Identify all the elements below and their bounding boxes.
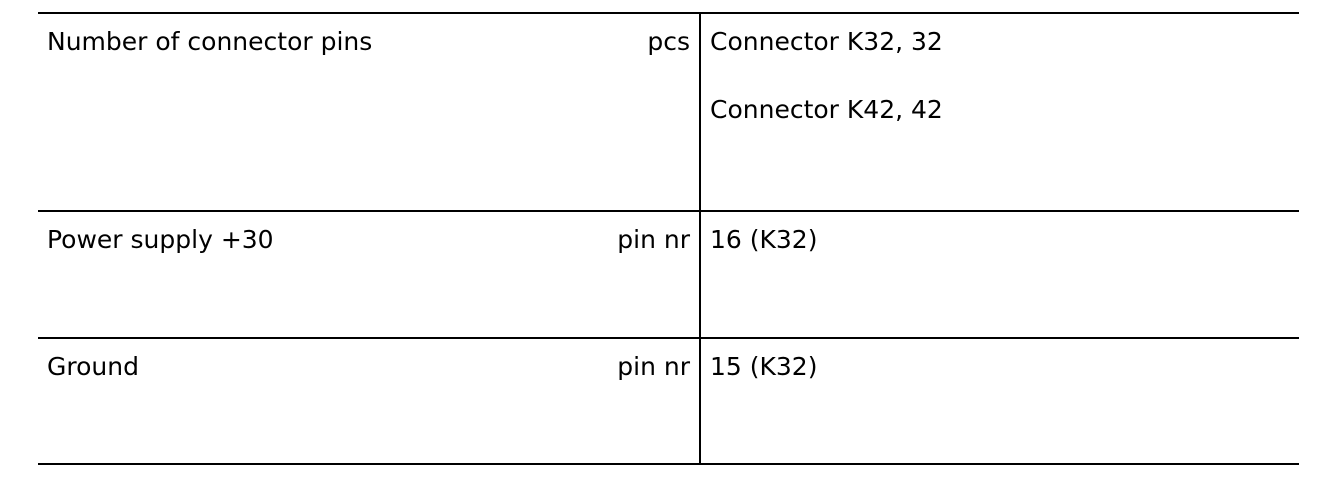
value-text: 16 (K32)	[710, 225, 818, 254]
value-cell: 15 (K32)	[710, 352, 817, 382]
table-row: Ground pin nr 15 (K32)	[38, 339, 1299, 465]
value-text: 15 (K32)	[710, 352, 818, 381]
column-divider	[699, 14, 701, 210]
table-row: Number of connector pins pcs Connector K…	[38, 14, 1299, 212]
unit-label: pin nr	[617, 352, 690, 381]
parameter-label: Ground	[47, 352, 139, 381]
value-text: Connector K42, 42	[710, 95, 943, 124]
parameter-label: Power supply +30	[47, 225, 274, 254]
parameter-label: Number of connector pins	[47, 27, 373, 56]
table-row: Power supply +30 pin nr 16 (K32)	[38, 212, 1299, 339]
column-divider	[699, 212, 701, 337]
unit-label: pcs	[647, 27, 690, 56]
value-text: Connector K32, 32	[710, 27, 943, 56]
value-cell: 16 (K32)	[710, 225, 817, 255]
unit-label: pin nr	[617, 225, 690, 254]
value-cell: Connector K32, 32 Connector K42, 42	[710, 27, 943, 125]
column-divider	[699, 339, 701, 463]
spec-table: Number of connector pins pcs Connector K…	[38, 12, 1299, 465]
